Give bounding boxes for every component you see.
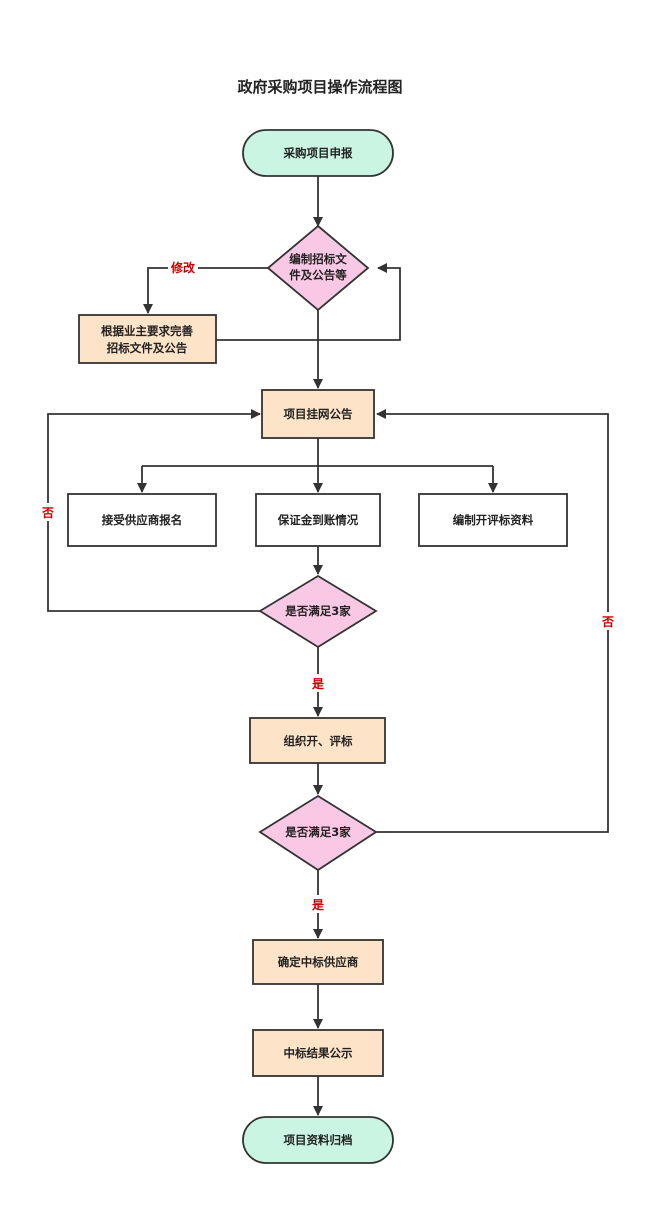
node-organize-bid: 组织开、评标 xyxy=(249,717,386,764)
process-shape xyxy=(418,493,568,547)
node-improve-docs-line-2: 招标文件及公告 xyxy=(107,341,188,355)
node-organize-bid-label: 组织开、评标 xyxy=(284,734,353,748)
decision-shape xyxy=(258,574,378,649)
terminal-shape xyxy=(242,1116,394,1164)
node-prepare-eval-docs-label: 编制开评标资料 xyxy=(453,513,534,527)
process-shape xyxy=(67,493,217,547)
node-check-three-2: 是否满足3家 xyxy=(258,794,378,872)
no-right-label-bg xyxy=(599,612,617,630)
node-apply: 采购项目申报 xyxy=(242,129,394,177)
node-archive-label: 项目资料归档 xyxy=(284,1133,353,1147)
edge-label-no-left: 否 xyxy=(41,506,54,520)
edge-labels: 修改 否 是 是 否 xyxy=(39,259,617,913)
yes2-label-bg xyxy=(309,895,327,913)
process-shape xyxy=(78,314,217,364)
node-deposit-status: 保证金到账情况 xyxy=(255,493,381,547)
node-prepare-docs-line-1: 编制招标文 xyxy=(289,252,347,266)
node-check-three-2-label: 是否满足3家 xyxy=(284,825,351,839)
process-shape xyxy=(261,389,375,439)
arrow-improve-to-prepare xyxy=(216,263,401,341)
node-accept-registration-label: 接受供应商报名 xyxy=(102,513,183,527)
node-prepare-eval-docs: 编制开评标资料 xyxy=(418,493,568,547)
decision-shape xyxy=(266,224,370,312)
edge-label-yes-1: 是 xyxy=(311,677,325,691)
decision-shape xyxy=(258,794,378,872)
no-left-label-bg xyxy=(39,503,57,521)
arrow-prepare-to-improve xyxy=(143,267,268,314)
modify-label-bg xyxy=(168,259,198,276)
node-improve-docs: 根据业主要求完善 招标文件及公告 xyxy=(78,314,217,364)
node-prepare-docs: 编制招标文 件及公告等 xyxy=(266,224,370,312)
node-determine-winner: 确定中标供应商 xyxy=(252,939,384,985)
node-accept-registration: 接受供应商报名 xyxy=(67,493,217,547)
yes1-label-bg xyxy=(309,674,327,692)
node-check-three-1: 是否满足3家 xyxy=(258,574,378,649)
node-determine-winner-label: 确定中标供应商 xyxy=(278,955,359,969)
node-prepare-docs-line-2: 件及公告等 xyxy=(289,268,347,282)
process-shape xyxy=(249,717,386,764)
node-deposit-status-label: 保证金到账情况 xyxy=(277,513,359,527)
node-publicize-result: 中标结果公示 xyxy=(252,1029,384,1077)
process-shape xyxy=(255,493,381,547)
process-shape xyxy=(252,1029,384,1077)
process-shape xyxy=(252,939,384,985)
node-apply-label: 采购项目申报 xyxy=(283,146,353,160)
node-improve-docs-line-1: 根据业主要求完善 xyxy=(101,324,193,338)
terminal-shape xyxy=(242,129,394,177)
node-archive: 项目资料归档 xyxy=(242,1116,394,1164)
edge-label-yes-2: 是 xyxy=(311,898,325,912)
node-check-three-1-label: 是否满足3家 xyxy=(284,604,351,618)
node-post-online-label: 项目挂网公告 xyxy=(284,407,353,421)
page-title: 政府采购项目操作流程图 xyxy=(237,78,402,96)
edge-label-modify: 修改 xyxy=(170,260,196,275)
node-post-online: 项目挂网公告 xyxy=(261,389,375,439)
arrow-check2-no-loop xyxy=(376,409,609,833)
node-publicize-result-label: 中标结果公示 xyxy=(284,1046,353,1060)
edge-label-no-right: 否 xyxy=(601,615,614,629)
